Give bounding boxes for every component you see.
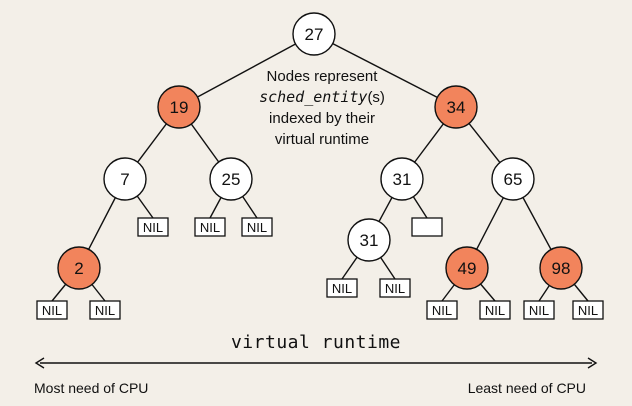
leaf-box xyxy=(241,217,273,237)
node-circle xyxy=(380,157,424,201)
leaf-box xyxy=(137,217,169,237)
note-line-2: sched_entity(s) xyxy=(232,87,412,108)
tree-node-black: 31 xyxy=(380,157,424,201)
node-circle xyxy=(347,218,391,262)
tree-node-black: 7 xyxy=(103,157,147,201)
tree-note: Nodes represent sched_entity(s) indexed … xyxy=(232,66,412,150)
node-circle xyxy=(491,157,535,201)
node-circle xyxy=(157,85,201,129)
leaf-label: NIL xyxy=(432,303,452,318)
leaf-label: NIL xyxy=(247,220,267,235)
leaf-label: NIL xyxy=(143,220,163,235)
leaf-box xyxy=(36,300,68,320)
node-label: 2 xyxy=(74,259,83,278)
note-line-4: virtual runtime xyxy=(274,131,370,148)
leaf-box xyxy=(194,217,226,237)
nil-leaf: NIL xyxy=(572,300,604,320)
node-label: 27 xyxy=(305,25,324,44)
node-label: 49 xyxy=(458,259,477,278)
leaf-label: NIL xyxy=(95,303,115,318)
nil-leaf: NIL xyxy=(426,300,458,320)
note-code-suffix: (s) xyxy=(367,89,385,106)
axis-right-label: Least need of CPU xyxy=(467,380,586,396)
note-line-1: Nodes represent xyxy=(266,68,378,85)
nil-leaf: NIL xyxy=(137,217,169,237)
leaf-label: NIL xyxy=(529,303,549,318)
tree-node-black: 65 xyxy=(491,157,535,201)
leaf-label: NIL xyxy=(385,281,405,296)
node-circle xyxy=(539,246,583,290)
axis-arrow-right xyxy=(587,357,598,369)
axis-arrow-left xyxy=(34,357,45,369)
nil-leaf: NIL xyxy=(379,278,411,298)
note-code: sched_entity xyxy=(259,88,368,106)
node-circle xyxy=(103,157,147,201)
node-circle xyxy=(434,85,478,129)
leaf-box xyxy=(572,300,604,320)
node-circle xyxy=(445,246,489,290)
leaf-box xyxy=(523,300,555,320)
node-circle xyxy=(57,246,101,290)
leaf-box xyxy=(479,300,511,320)
leaf-label: NIL xyxy=(332,281,352,296)
node-label: 65 xyxy=(504,170,523,189)
tree-edge xyxy=(313,33,457,108)
note-line-3: indexed by their xyxy=(269,110,375,127)
tree-node-black: 27 xyxy=(292,12,336,56)
nil-leaf: NIL xyxy=(326,278,358,298)
tree-node-red: 49 xyxy=(445,246,489,290)
nil-leaf: NIL xyxy=(36,300,68,320)
nil-leaf: NIL xyxy=(89,300,121,320)
leaf-label: NIL xyxy=(42,303,62,318)
tree-node-red: 98 xyxy=(539,246,583,290)
node-label: 31 xyxy=(393,170,412,189)
node-label: 25 xyxy=(222,170,241,189)
tree-node-red: 2 xyxy=(57,246,101,290)
axis-label: virtual runtime xyxy=(230,332,402,353)
nil-leaf: NIL xyxy=(523,300,555,320)
node-label: 31 xyxy=(360,231,379,250)
node-circle xyxy=(209,157,253,201)
nil-leaf: NIL xyxy=(241,217,273,237)
leaf-label: NIL xyxy=(485,303,505,318)
leaf-box xyxy=(426,300,458,320)
leaf-box xyxy=(89,300,121,320)
node-label: 34 xyxy=(447,98,466,117)
tree-node-black: 31 xyxy=(347,218,391,262)
leaf-label: NIL xyxy=(578,303,598,318)
node-label: 19 xyxy=(170,98,189,117)
tree-edge xyxy=(178,33,315,108)
node-label: 98 xyxy=(552,259,571,278)
leaf-box xyxy=(326,278,358,298)
leaf-box xyxy=(411,217,443,237)
tree-node-red: 34 xyxy=(434,85,478,129)
axis-left-label: Most need of CPU xyxy=(34,380,149,396)
nil-leaf: NIL xyxy=(194,217,226,237)
nil-leaf: NIL xyxy=(479,300,511,320)
empty-leaf xyxy=(411,217,443,237)
node-circle xyxy=(292,12,336,56)
tree-node-black: 25 xyxy=(209,157,253,201)
leaf-box xyxy=(379,278,411,298)
node-label: 7 xyxy=(120,170,129,189)
tree-node-red: 19 xyxy=(157,85,201,129)
leaf-label: NIL xyxy=(200,220,220,235)
